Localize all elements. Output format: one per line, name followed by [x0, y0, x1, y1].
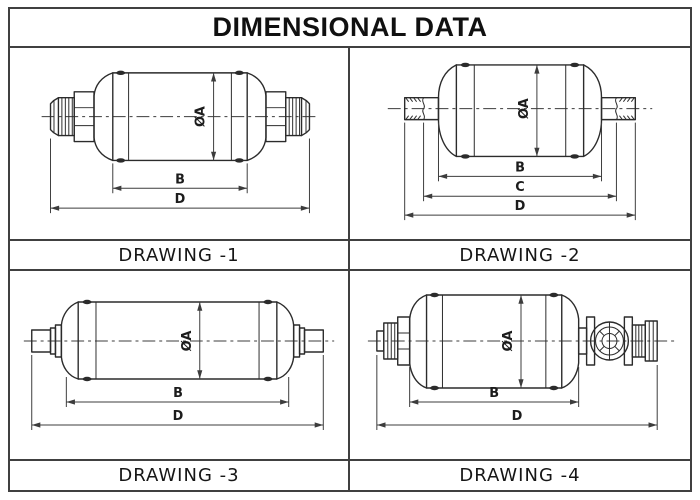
dim-c-label: C — [515, 180, 524, 195]
dim-a-label: ØA — [194, 106, 209, 127]
drawing-1-cell: ØA B D — [10, 48, 350, 239]
drawing-2-cell: ØA B C D — [350, 48, 690, 239]
drawing-4-figure: ØA B D — [367, 292, 679, 430]
dim-b: B — [409, 367, 580, 407]
drawing-3-cell: ØA B D — [10, 271, 350, 459]
left-flare-fitting — [376, 316, 411, 366]
drawing-3-label: DRAWING -3 — [118, 465, 240, 486]
drawing-2-figure: ØA B C D — [387, 62, 653, 221]
drawing-2-label-cell: DRAWING -2 — [350, 239, 690, 271]
dim-a-label: ØA — [517, 98, 532, 119]
drawing-1-label: DRAWING -1 — [118, 244, 240, 266]
dim-d-label: D — [173, 409, 184, 424]
dim-d: D — [404, 122, 636, 221]
dim-b: B — [112, 163, 248, 194]
dim-b: B — [65, 377, 290, 407]
right-solder-tube — [303, 329, 324, 353]
drawing-4-label-cell: DRAWING -4 — [350, 459, 690, 490]
dim-d: D — [376, 355, 658, 430]
dim-b-label: B — [489, 386, 499, 401]
dim-a-label: ØA — [180, 331, 195, 352]
drawing-2-label: DRAWING -2 — [459, 244, 581, 266]
drawing-1-label-cell: DRAWING -1 — [10, 239, 350, 271]
dimensional-data-sheet: DIMENSIONAL DATA — [8, 7, 692, 492]
dim-b-label: B — [515, 160, 525, 175]
shell-body — [408, 292, 580, 391]
left-solder-tube — [403, 97, 440, 121]
drawing-1-figure: ØA B D — [41, 70, 319, 214]
right-flare-fitting — [265, 91, 311, 143]
dim-b-label: B — [173, 386, 183, 401]
dim-d: D — [50, 138, 310, 214]
drawing-4-cell: ØA B D — [350, 271, 690, 459]
dim-a: ØA — [194, 72, 217, 161]
dim-a: ØA — [501, 295, 524, 388]
sight-glass-assembly — [577, 316, 634, 366]
left-flare-fitting — [49, 91, 95, 143]
title-row: DIMENSIONAL DATA — [10, 9, 690, 48]
shell-body — [437, 62, 603, 159]
dim-d-label: D — [515, 199, 526, 214]
dim-d-label: D — [512, 409, 523, 424]
dim-b: B — [437, 122, 603, 182]
drawing-3-label-cell: DRAWING -3 — [10, 459, 350, 490]
dim-a-label: ØA — [501, 331, 516, 352]
dim-b-label: B — [175, 172, 185, 187]
drawing-4-label: DRAWING -4 — [459, 465, 581, 486]
dim-a: ØA — [180, 302, 203, 379]
left-solder-tube — [31, 329, 52, 353]
drawing-3-figure: ØA B D — [23, 299, 335, 430]
right-flare-fitting — [631, 320, 658, 362]
dim-d-label: D — [175, 192, 186, 207]
dim-d: D — [31, 355, 324, 430]
dim-a: ØA — [517, 64, 540, 157]
right-solder-tube — [600, 97, 637, 121]
dim-c: C — [423, 122, 617, 202]
page-title: DIMENSIONAL DATA — [212, 12, 488, 42]
